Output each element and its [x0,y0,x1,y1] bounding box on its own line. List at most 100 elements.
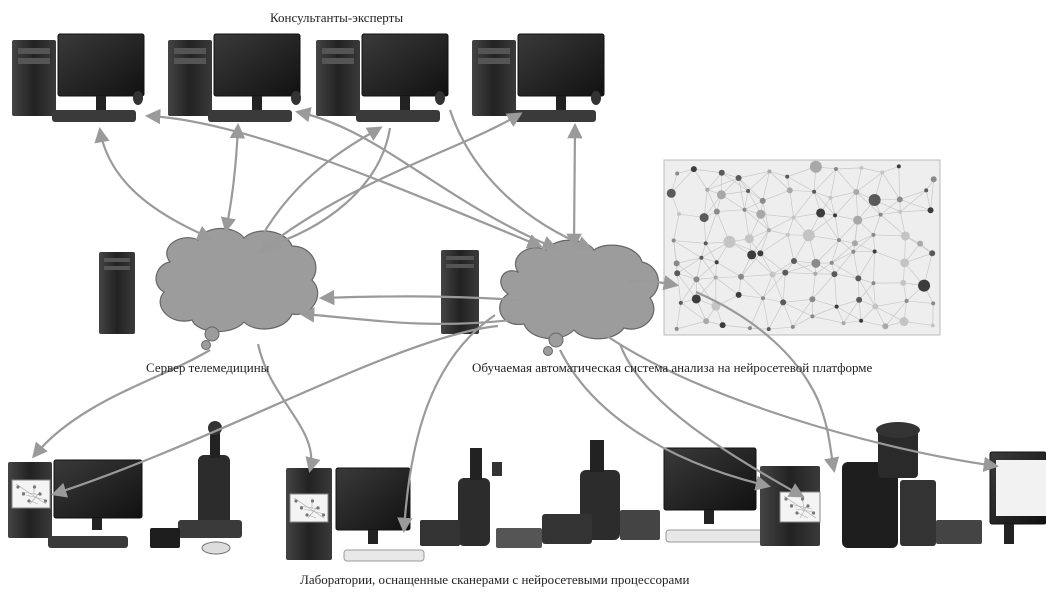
network-node [809,296,815,302]
thumbnail-node [801,497,804,500]
network-node [871,281,875,285]
network-node [720,322,726,328]
labs-label: Лаборатории, оснащенные сканерами с нейр… [300,572,689,588]
thumbnail-node [316,506,319,509]
connection-arrow [450,110,590,248]
neural-network-image [664,160,940,335]
thumbnail-node [38,492,41,495]
network-node [871,233,875,237]
tower-server-icon [441,250,479,334]
network-node [780,299,786,305]
network-node [856,297,862,303]
connection-arrow [100,130,210,238]
network-node [743,208,747,212]
microscope-icon [542,440,660,544]
connection-arrow [322,296,520,300]
thumbnail-node [806,504,809,507]
cloud-icon [156,229,318,350]
thumbnail-node [44,499,47,502]
connection-arrow [302,314,512,324]
thumbnail-node [790,504,793,507]
network-node [786,233,790,237]
network-node [715,260,719,264]
connection-arrow [226,126,238,230]
network-node [677,212,681,216]
network-node [767,228,771,232]
network-node [736,292,742,298]
network-node [929,250,935,256]
thumbnail-node [305,513,308,516]
network-node [897,164,901,168]
network-node [831,271,837,277]
network-node [719,170,725,176]
network-node [835,305,839,309]
network-node [811,259,820,268]
network-node [792,215,796,219]
network-node [900,280,906,286]
network-node [717,190,726,199]
cloud-icon [500,240,659,355]
network-node [785,175,789,179]
thumbnail-node [33,485,36,488]
network-node [928,207,934,213]
network-node [931,323,935,327]
network-node [693,276,699,282]
network-node [723,236,735,248]
network-node [700,213,709,222]
network-node [900,258,909,267]
lab-workstation-1 [8,460,142,548]
network-node [931,176,937,182]
network-node [873,249,877,253]
network-node [704,241,708,245]
experts-label: Консультанты-эксперты [270,10,403,26]
network-node [761,296,765,300]
network-node [745,234,754,243]
thumbnail-node [795,511,798,514]
lab-workstation-4 [990,452,1046,544]
thumbnail-node [322,513,325,516]
network-node [757,250,763,256]
network-node [738,274,744,280]
expert-workstation-3 [316,34,448,122]
network-node [898,210,902,214]
network-node [837,238,841,242]
network-node [736,175,742,181]
network-node [880,171,884,175]
network-node [853,189,859,195]
network-node [859,166,863,170]
expert-workstation-1 [12,34,144,122]
network-node [692,294,701,303]
network-node [691,166,697,172]
network-node [748,326,752,330]
network-node [705,188,709,192]
network-node [901,231,910,240]
network-node [931,301,935,305]
network-node [900,317,909,326]
thumbnail-node [812,511,815,514]
tower-server-icon [99,252,135,334]
expert-workstation-2 [168,34,301,122]
network-node [917,241,923,247]
network-node [813,272,817,276]
network-node [833,213,837,217]
network-node [675,172,679,176]
network-node [869,194,881,206]
network-node [853,216,862,225]
network-node [787,187,793,193]
thumbnail-node [784,497,787,500]
network-node [747,250,756,259]
network-node [834,167,838,171]
network-node [810,161,822,173]
network-node [859,319,863,323]
network-node [767,327,771,331]
server-label: Сервер телемедицины [146,360,269,376]
network-node [816,208,825,217]
expert-workstation-4 [472,34,604,122]
network-node [782,270,788,276]
network-node [918,280,930,292]
network-node [674,260,680,266]
network-node [767,169,771,173]
microscope-icon [420,448,542,548]
network-node [667,189,676,198]
